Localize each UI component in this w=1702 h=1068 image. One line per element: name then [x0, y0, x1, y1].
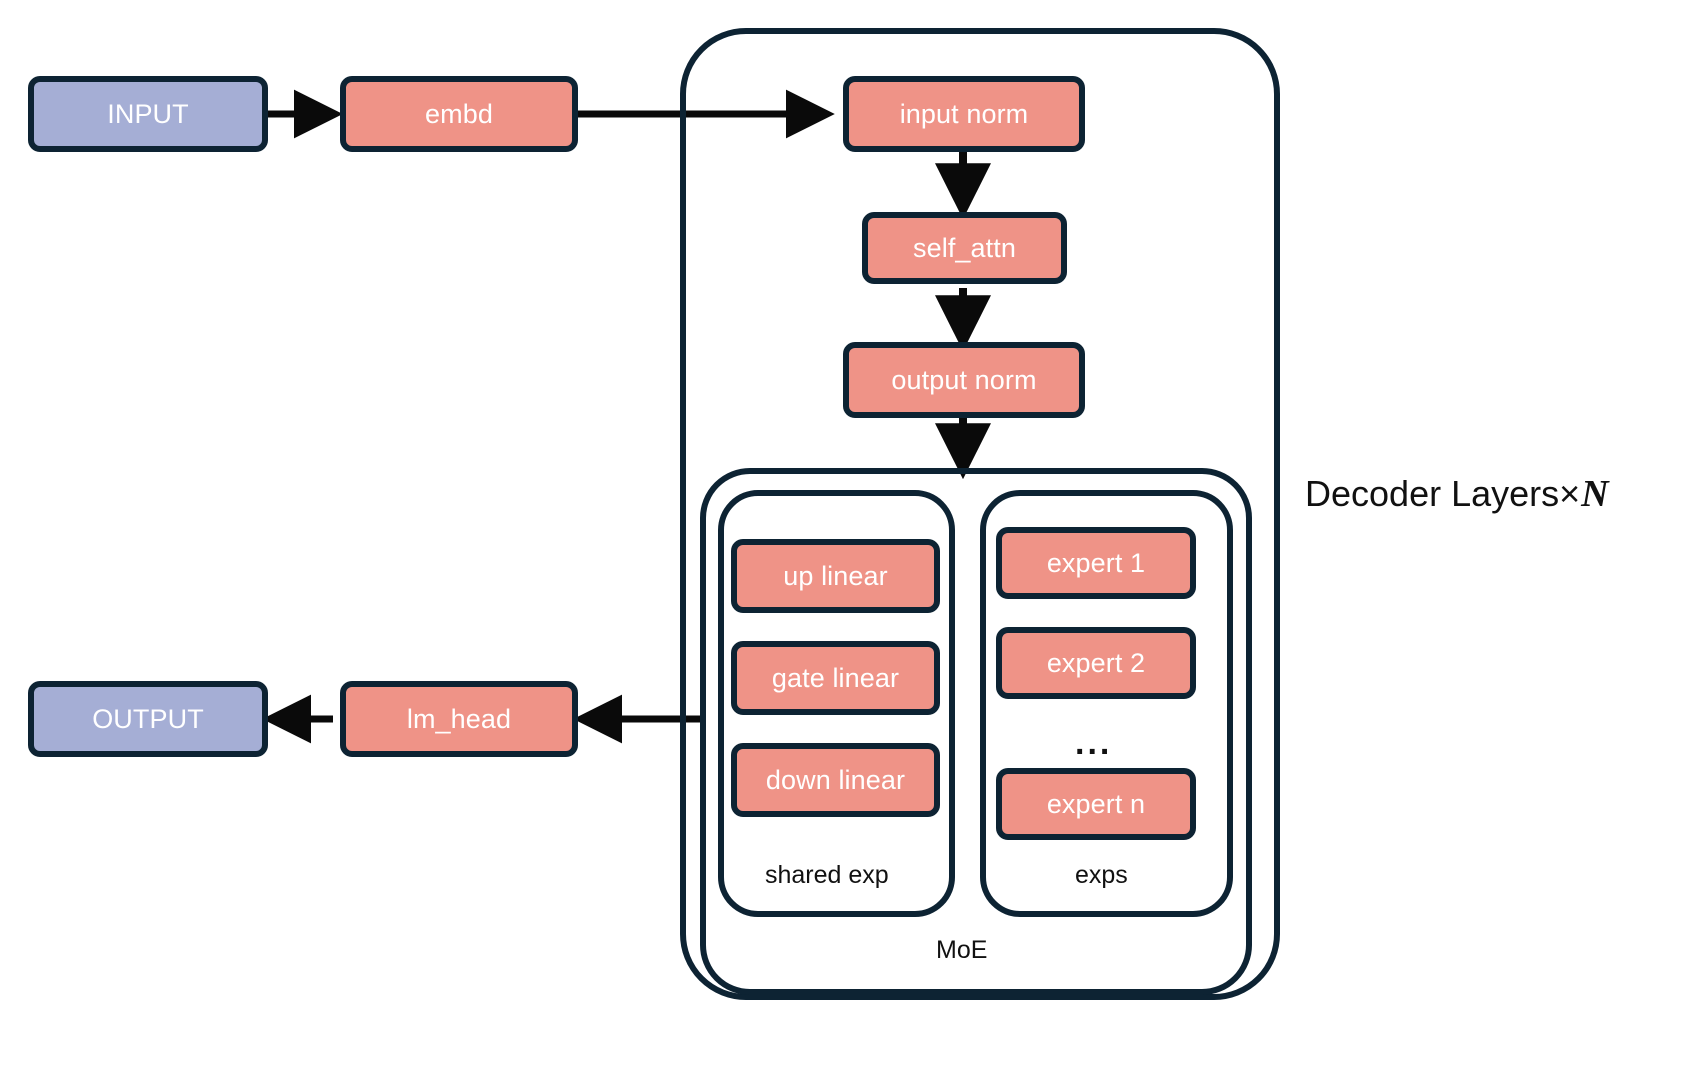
node-gate-linear[interactable]: gate linear	[731, 641, 940, 715]
node-output[interactable]: OUTPUT	[28, 681, 268, 757]
decoder-layers-count-variable: N	[1581, 473, 1609, 515]
node-expert-n[interactable]: expert n	[996, 768, 1196, 840]
node-up-linear[interactable]: up linear	[731, 539, 940, 613]
group-shared-exp	[718, 490, 955, 917]
node-down-linear[interactable]: down linear	[731, 743, 940, 817]
group-exps	[980, 490, 1233, 917]
moe-label: MoE	[936, 936, 988, 964]
node-lm-head[interactable]: lm_head	[340, 681, 578, 757]
decoder-layers-caption: Decoder Layers×N	[1305, 472, 1609, 516]
shared-exp-label: shared exp	[765, 861, 889, 889]
decoder-layers-caption-prefix: Decoder Layers×	[1305, 473, 1581, 514]
node-self-attn[interactable]: self_attn	[862, 212, 1067, 284]
experts-ellipsis: ...	[1075, 724, 1113, 762]
node-expert-2[interactable]: expert 2	[996, 627, 1196, 699]
node-input[interactable]: INPUT	[28, 76, 268, 152]
group-decoder-layers	[680, 28, 1280, 1000]
exps-label: exps	[1075, 861, 1128, 889]
node-expert-1[interactable]: expert 1	[996, 527, 1196, 599]
node-input-norm[interactable]: input norm	[843, 76, 1085, 152]
node-embd[interactable]: embd	[340, 76, 578, 152]
node-output-norm[interactable]: output norm	[843, 342, 1085, 418]
